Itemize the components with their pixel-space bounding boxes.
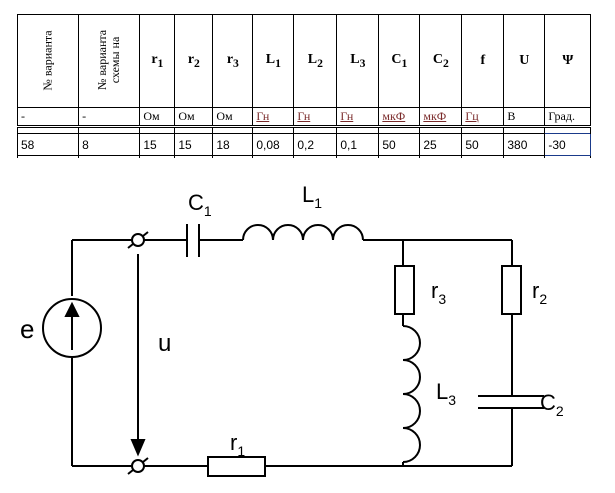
terminal-bottom [131,459,145,473]
header-r3: r3 [212,14,254,108]
value-cell: 380 [503,133,546,156]
unit-cell: мкФ [378,107,421,128]
unit-cell: Гн [293,107,338,128]
circuit-labels: C1 L1 r3 r2 L3 C2 r1 e u [20,182,564,459]
unit-cell: Ом [174,107,214,128]
spacer-row [16,126,592,134]
unit-cell: В [503,107,546,128]
value-cell: 0,1 [336,133,380,156]
header-C2: C2 [419,14,463,108]
header-f: f [461,14,505,108]
unit-cell: Гц [461,107,505,128]
value-cell: 15 [139,133,176,156]
voltage-source-circle [42,298,102,358]
unit-cell: Гн [336,107,380,128]
value-cell: 0,2 [293,133,338,156]
label-c2: C2 [540,390,564,419]
value-cell: 50 [378,133,421,156]
header-U: U [503,14,546,108]
header-L3: L3 [336,14,380,108]
value-cell: 18 [212,133,254,156]
header-variant: № варианта [16,14,80,108]
inductor-l3 [402,325,421,463]
label-r2: r2 [532,278,547,307]
values-row: 58 8 15 15 18 0,08 0,2 0,1 50 25 50 380 … [16,133,592,156]
unit-cell: мкФ [419,107,463,128]
label-l3: L3 [436,379,456,408]
value-cell: 15 [174,133,214,156]
value-cell: 8 [78,133,141,156]
voltage-arrow-head [130,439,146,457]
source-arrow-head [64,301,80,317]
header-r1: r1 [139,14,176,108]
value-cell: 50 [461,133,505,156]
resistor-r1 [207,456,266,477]
label-r1: r1 [230,430,245,459]
label-u: u [158,330,171,357]
units-row: - - Ом Ом Ом Гн Гн Гн мкФ мкФ Гц В Град. [16,107,592,128]
label-r3: r3 [431,278,446,307]
unit-cell: - [78,107,141,128]
value-cell: 25 [419,133,463,156]
label-l1: L1 [302,182,322,211]
header-C1: C1 [378,14,421,108]
label-c1: C1 [188,190,212,219]
terminal-top [131,233,145,247]
value-cell: 0,08 [252,133,295,156]
unit-cell: Ом [139,107,176,128]
resistor-r3 [394,265,415,315]
header-L2: L2 [293,14,338,108]
label-e: e [20,314,34,344]
tail-row [16,155,592,158]
circuit-diagram: C1 L1 r3 r2 L3 C2 r1 e u [20,182,564,477]
header-psi: Ψ [544,14,592,108]
value-cell: 58 [16,133,80,156]
unit-cell: - [16,107,80,128]
unit-cell: Гн [252,107,295,128]
header-r2: r2 [174,14,214,108]
unit-cell: Ом [212,107,254,128]
unit-cell: Град. [544,107,592,128]
inductor-l1 [242,224,364,241]
resistor-r2 [501,265,522,315]
value-cell: -30 [544,133,592,156]
header-L1: L1 [252,14,295,108]
